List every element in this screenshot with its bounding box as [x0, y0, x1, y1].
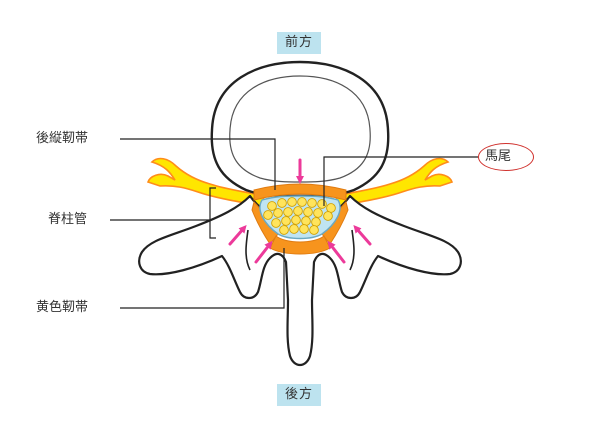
- direction-front-badge: 前方: [277, 32, 322, 54]
- posterior-longitudinal-ligament: [253, 183, 347, 201]
- leader-lines: [110, 138, 478, 309]
- arrow-icon: [228, 158, 372, 264]
- label-posterior-longitudinal-ligament: 後縦靭帯: [36, 131, 89, 146]
- label-ligamentum-flavum: 黄色靭帯: [36, 300, 89, 315]
- direction-back-badge: 後方: [277, 384, 322, 406]
- vertebral-arch: [138, 194, 462, 367]
- nerve-root-left: [146, 157, 265, 207]
- cauda-equina-bundle: [263, 197, 336, 235]
- lamina-inner-line: [245, 229, 355, 271]
- cauda-equina-highlight-oval: [478, 143, 534, 171]
- label-spinal-canal: 脊柱管: [48, 212, 88, 227]
- nerve-root-right: [335, 157, 454, 207]
- label-cauda-equina: 馬尾: [485, 149, 512, 164]
